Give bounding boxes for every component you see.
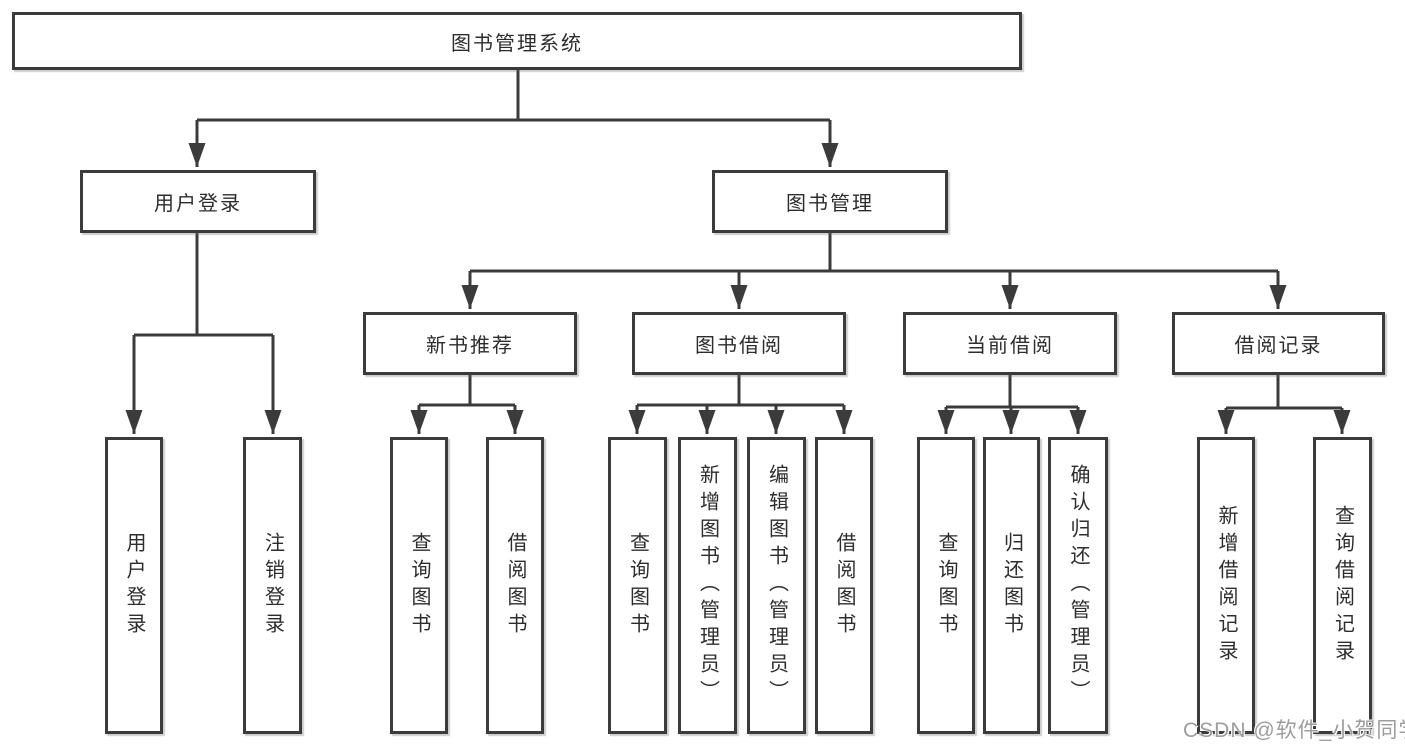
leaf-logout: 注销登录	[243, 437, 302, 734]
connector-new-book-children	[410, 375, 524, 434]
node-borrowing-records: 借阅记录	[1172, 312, 1385, 375]
node-new-book-recommendation: 新书推荐	[363, 312, 577, 375]
leaf-query-books: 查询图书	[390, 437, 448, 734]
leaf-confirm-return-admin: 确认归还（管理员）	[1048, 437, 1108, 734]
leaf-borrow-books: 借阅图书	[815, 437, 873, 734]
leaf-edit-book-admin: 编辑图书（管理员）	[747, 437, 806, 734]
node-current-borrowing: 当前借阅	[903, 312, 1117, 375]
leaf-add-borrow-record: 新增借阅记录	[1197, 437, 1255, 734]
leaf-query-books: 查询图书	[608, 437, 667, 734]
connector-user-login-children	[125, 233, 282, 434]
leaf-query-borrow-record: 查询借阅记录	[1313, 437, 1372, 734]
leaf-return-books: 归还图书	[983, 437, 1040, 734]
leaf-query-books: 查询图书	[917, 437, 975, 734]
connector-book-borrow-children	[628, 375, 853, 434]
node-user-login: 用户登录	[80, 170, 316, 233]
node-book-management: 图书管理	[712, 170, 948, 233]
leaf-borrow-books: 借阅图书	[486, 437, 544, 734]
leaf-add-book-admin: 新增图书（管理员）	[678, 437, 737, 734]
node-book-borrowing: 图书借阅	[632, 312, 846, 375]
connector-borrow-records-children	[1217, 375, 1351, 434]
leaf-user-login: 用户登录	[105, 437, 163, 734]
connector-root-to-level1	[188, 70, 839, 167]
connector-current-borrow-children	[937, 375, 1087, 434]
connector-book-mgmt-children	[461, 233, 1287, 309]
node-library-management-system: 图书管理系统	[12, 12, 1022, 70]
